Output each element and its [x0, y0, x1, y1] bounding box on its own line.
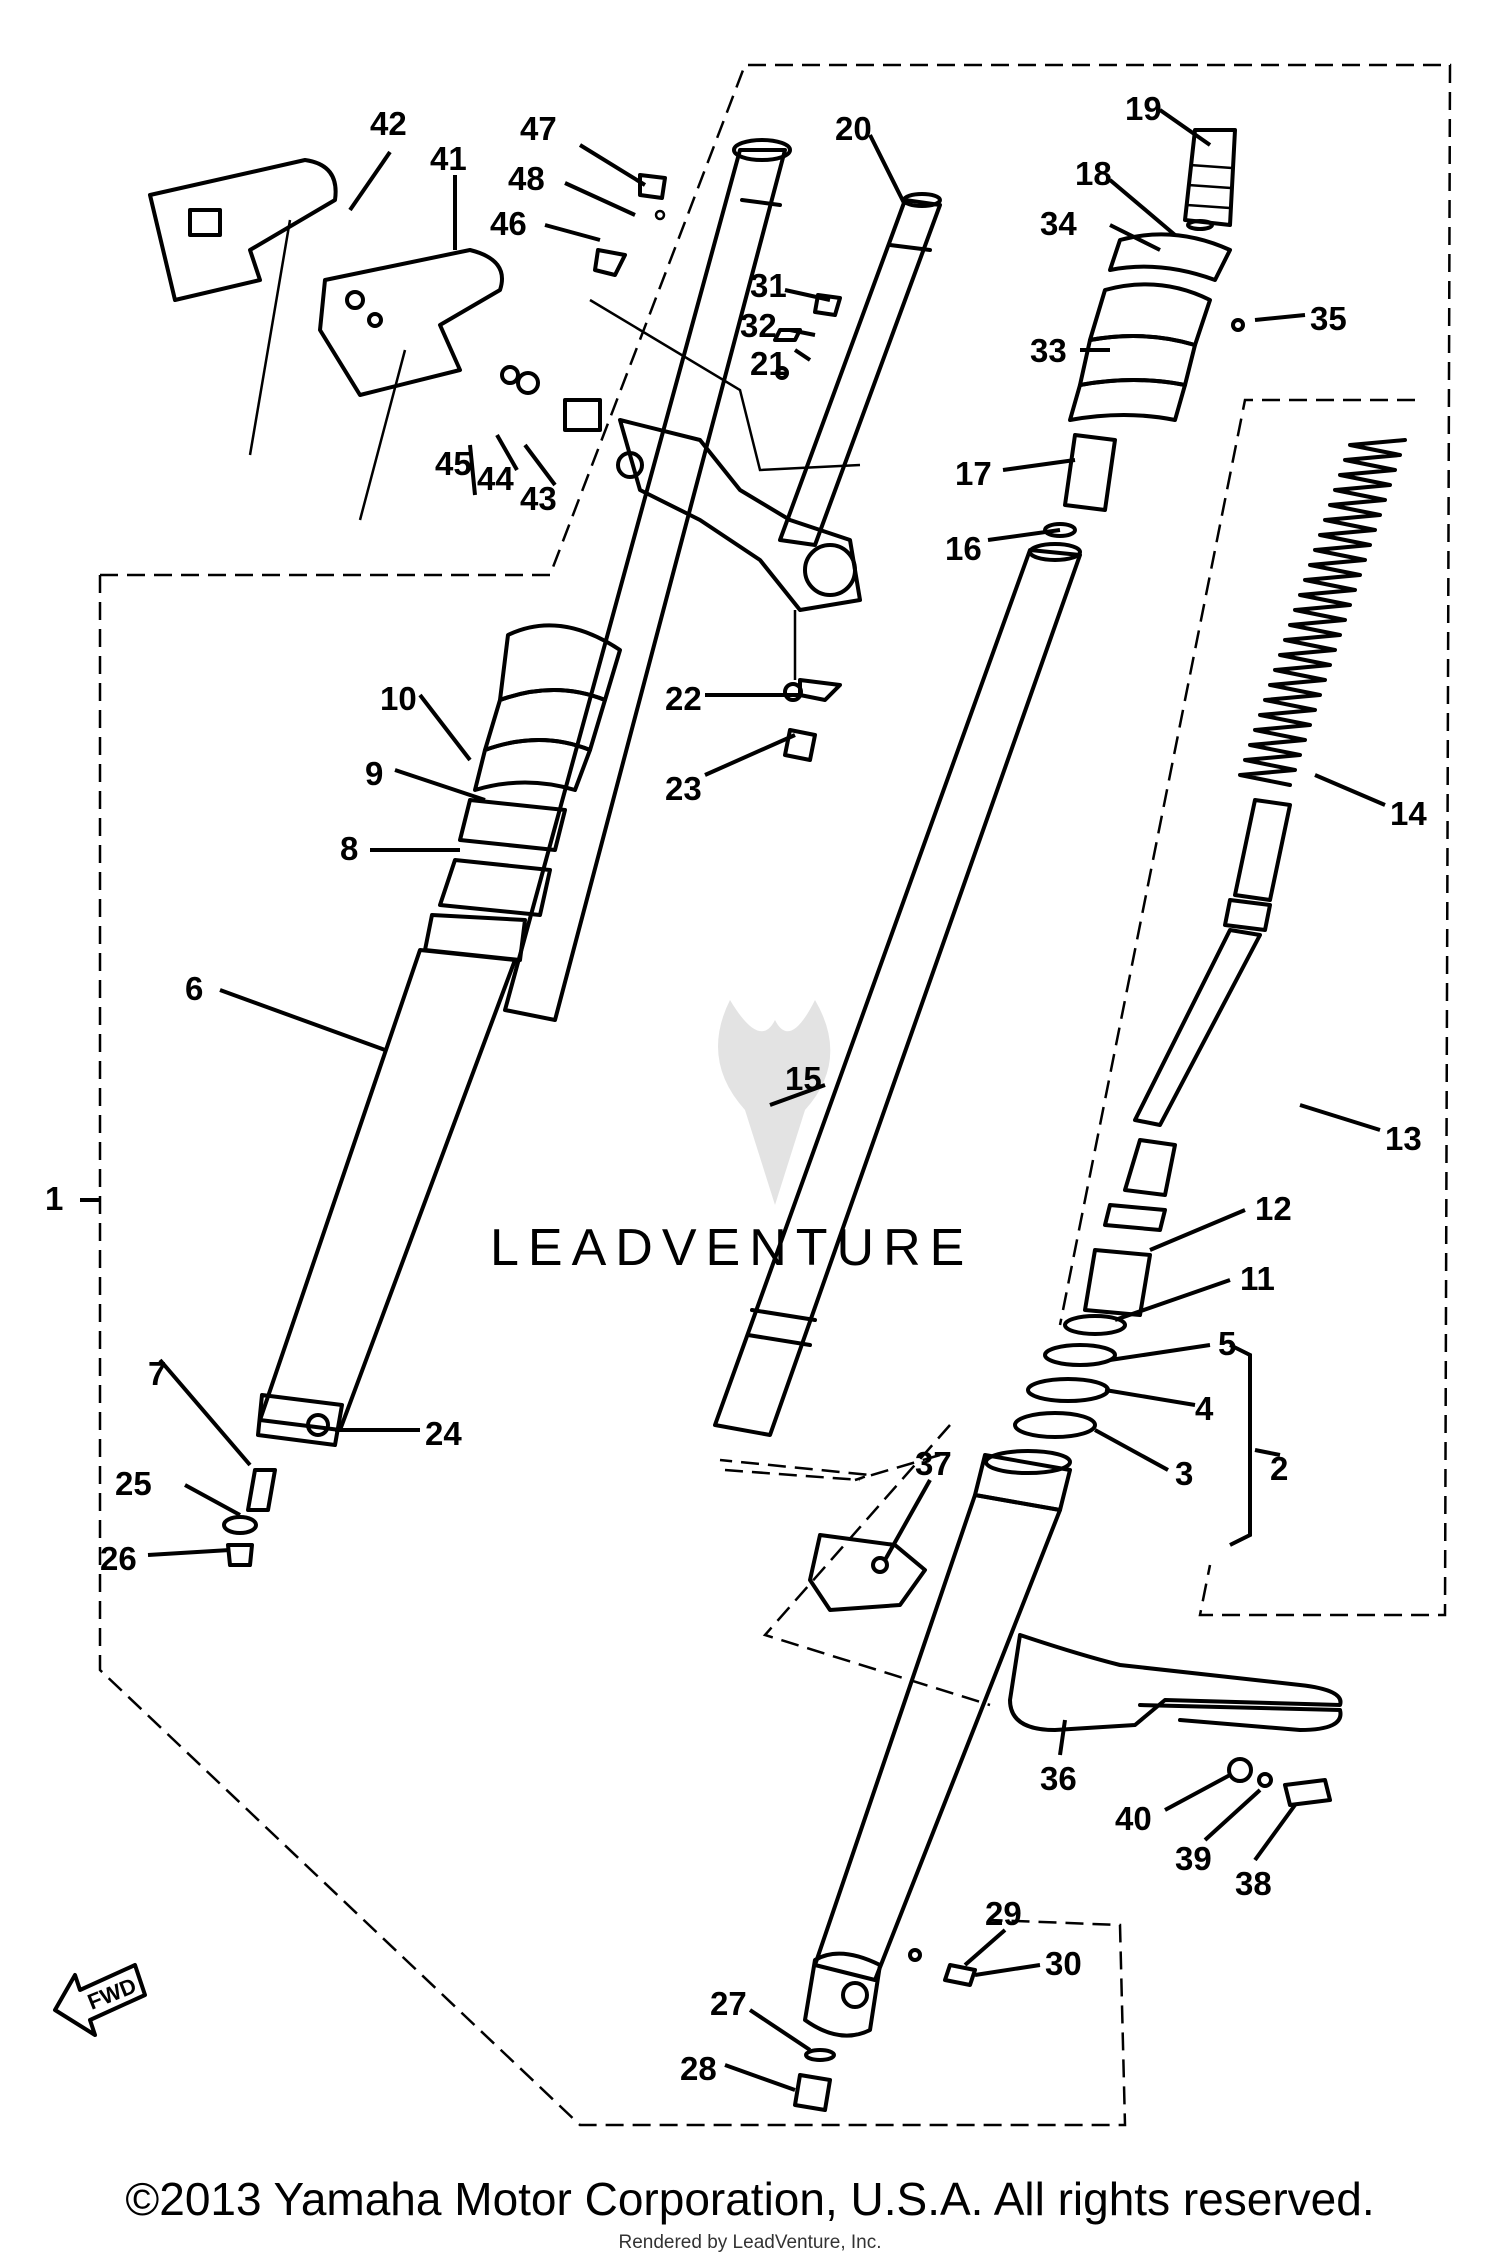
callout-21: 21 — [750, 345, 787, 382]
callout-7: 7 — [148, 1355, 166, 1392]
callout-13: 13 — [1385, 1120, 1422, 1157]
callout-25: 25 — [115, 1465, 152, 1502]
callout-15: 15 — [785, 1060, 822, 1097]
callout-41: 41 — [430, 140, 467, 177]
callout-23: 23 — [665, 770, 702, 807]
seal-stack — [1013, 1248, 1152, 1439]
callout-2: 2 — [1270, 1450, 1288, 1487]
right-outer-tube — [793, 1449, 1072, 2112]
damper-rod — [1103, 798, 1292, 1232]
callout-38: 38 — [1235, 1865, 1272, 1902]
left-fork-leg — [222, 138, 792, 1567]
callout-24: 24 — [425, 1415, 462, 1452]
fork-spring — [1238, 438, 1407, 787]
callout-labels: 1 2 3 4 5 6 7 8 9 10 11 12 13 14 15 16 1… — [45, 90, 1427, 2087]
callout-30: 30 — [1045, 1945, 1082, 1982]
copyright-footer: ©2013 Yamaha Motor Corporation, U.S.A. A… — [125, 2173, 1375, 2225]
callout-5: 5 — [1218, 1325, 1236, 1362]
watermark: LEADVENTURE — [490, 1000, 973, 1277]
callout-35: 35 — [1310, 300, 1347, 337]
callout-43: 43 — [520, 480, 557, 517]
callout-34: 34 — [1040, 205, 1077, 242]
callout-10: 10 — [380, 680, 417, 717]
callout-8: 8 — [340, 830, 358, 867]
callout-44: 44 — [477, 460, 514, 497]
callout-32: 32 — [740, 307, 777, 344]
watermark-text: LEADVENTURE — [490, 1219, 973, 1277]
axle-bracket — [1008, 1633, 1343, 1807]
callout-16: 16 — [945, 530, 982, 567]
callout-9: 9 — [365, 755, 383, 792]
callout-6: 6 — [185, 970, 203, 1007]
brake-cover — [808, 1533, 927, 1612]
fork-bracket — [589, 298, 862, 762]
callout-22: 22 — [665, 680, 702, 717]
callout-1: 1 — [45, 1180, 63, 1217]
callout-45: 45 — [435, 445, 472, 482]
callout-42: 42 — [370, 105, 407, 142]
callout-12: 12 — [1255, 1190, 1292, 1227]
callout-20: 20 — [835, 110, 872, 147]
callout-37: 37 — [915, 1445, 952, 1482]
right-boot-assembly — [1043, 128, 1245, 538]
callout-31: 31 — [750, 267, 787, 304]
callout-26: 26 — [100, 1540, 137, 1577]
callout-3: 3 — [1175, 1455, 1193, 1492]
leader-lines — [80, 108, 1386, 2092]
rendered-by-credit: Rendered by LeadVenture, Inc. — [618, 2232, 882, 2253]
assembly-boundaries — [98, 63, 1452, 2127]
callout-17: 17 — [955, 455, 992, 492]
callout-33: 33 — [1030, 332, 1067, 369]
callout-19: 19 — [1125, 90, 1162, 127]
callout-11: 11 — [1240, 1260, 1275, 1297]
callout-39: 39 — [1175, 1840, 1212, 1877]
meter-brackets — [148, 158, 667, 521]
fwd-arrow: FWD — [53, 1963, 147, 2037]
callout-29: 29 — [985, 1895, 1022, 1932]
callout-28: 28 — [680, 2050, 717, 2087]
right-inner-tube — [773, 192, 942, 547]
outer-tube-15 — [713, 542, 1082, 1437]
callout-27: 27 — [710, 1985, 747, 2022]
callout-40: 40 — [1115, 1800, 1152, 1837]
callout-46: 46 — [490, 205, 527, 242]
callout-36: 36 — [1040, 1760, 1077, 1797]
callout-4: 4 — [1195, 1390, 1214, 1427]
callout-47: 47 — [520, 110, 557, 147]
callout-14: 14 — [1390, 795, 1427, 832]
callout-48: 48 — [508, 160, 545, 197]
callout-18: 18 — [1075, 155, 1112, 192]
